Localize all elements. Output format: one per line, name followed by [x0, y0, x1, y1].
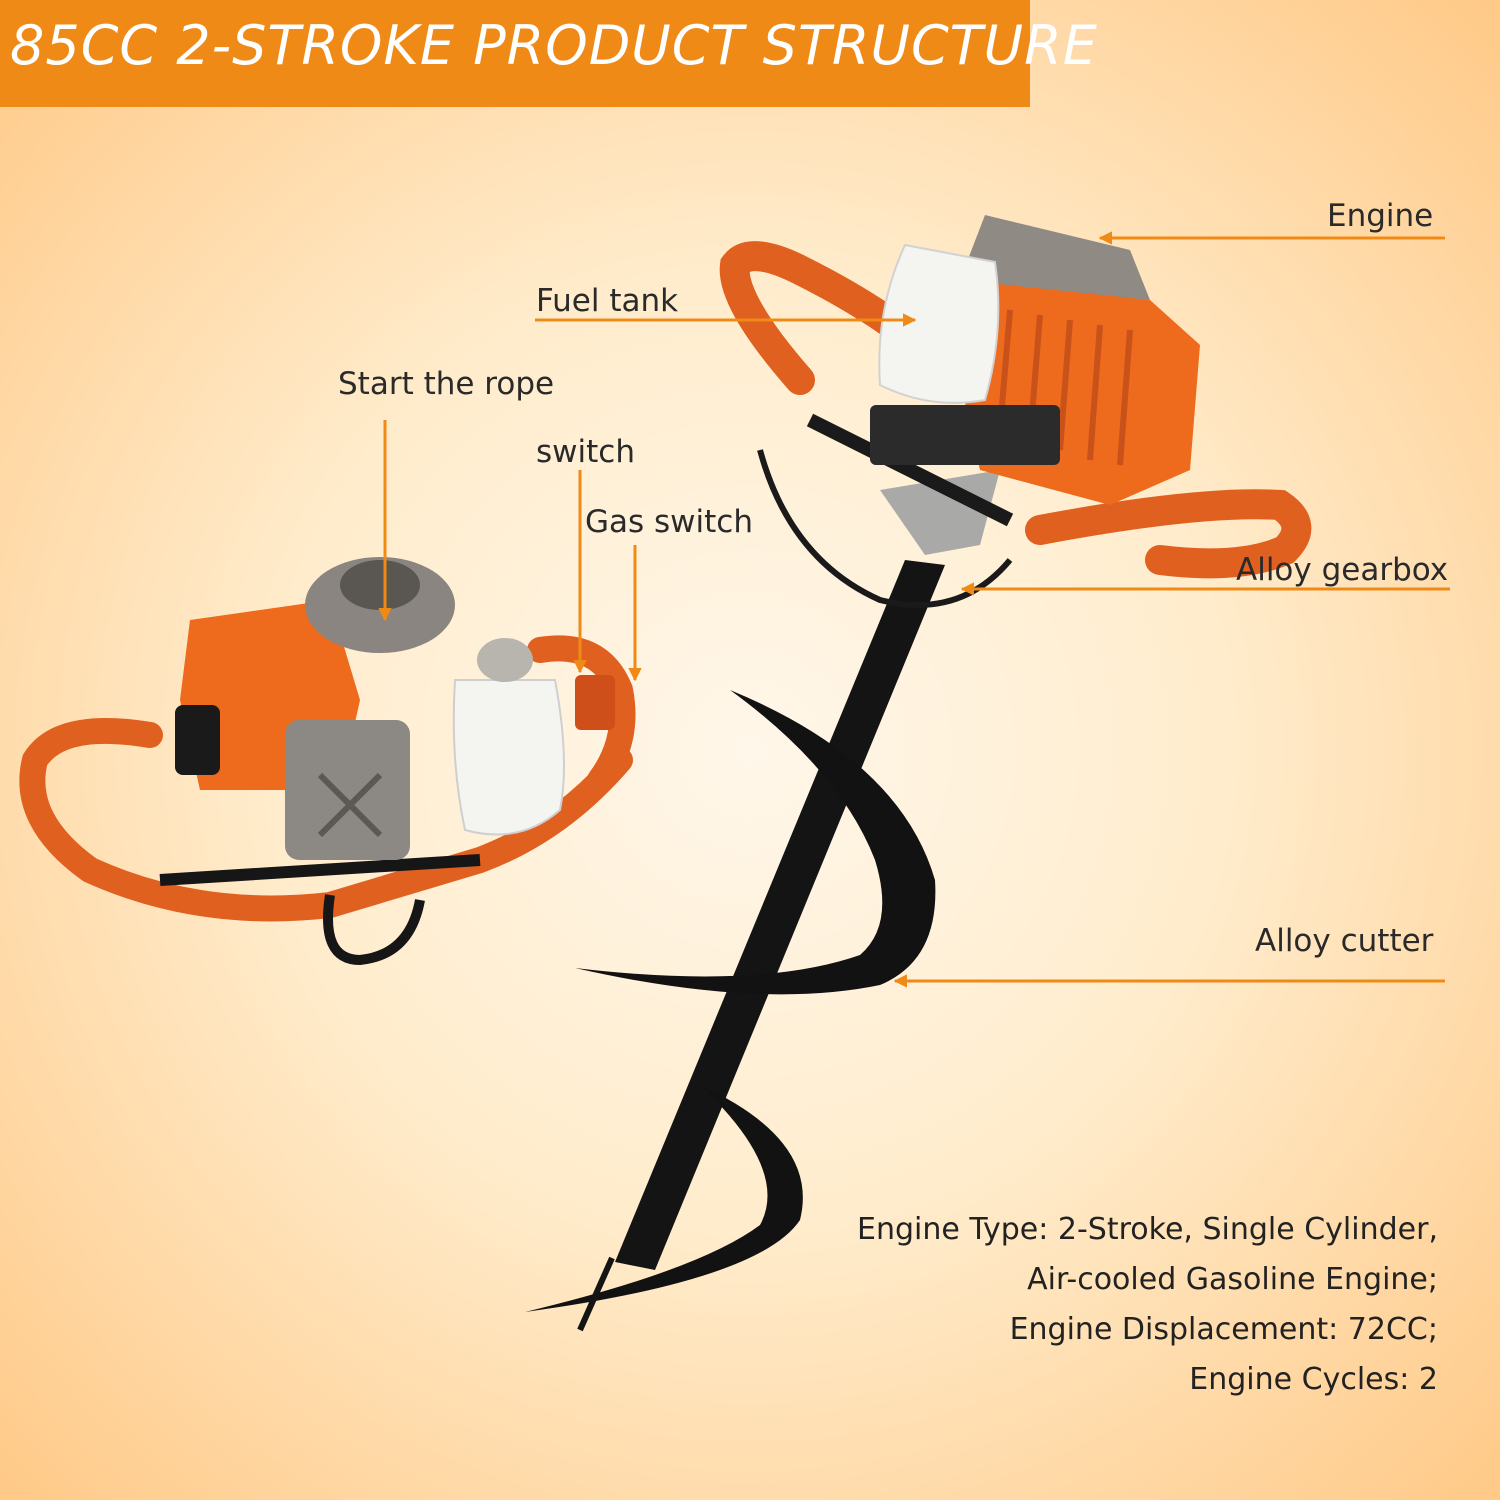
spec-line: Engine Displacement: 72CC;	[1009, 1312, 1438, 1347]
small-auger-head-image	[19, 557, 636, 966]
alloy-cutter-label: Alloy cutter	[1255, 923, 1434, 959]
callout-lines	[378, 231, 1450, 988]
switch-label: switch	[536, 434, 635, 470]
start-rope-label: Start the rope	[338, 366, 555, 402]
spec-line: Engine Cycles: 2	[1189, 1362, 1438, 1397]
spec-line: Engine Type: 2-Stroke, Single Cylinder,	[856, 1212, 1438, 1247]
title-banner: 85CC 2-STROKE PRODUCT STRUCTURE	[0, 0, 1097, 107]
gas-switch-label: Gas switch	[585, 504, 753, 540]
spec-block: Engine Type: 2-Stroke, Single Cylinder, …	[857, 1205, 1438, 1405]
alloy-gearbox-label: Alloy gearbox	[1236, 552, 1449, 588]
page-title: 85CC 2-STROKE PRODUCT STRUCTURE	[10, 14, 1098, 77]
large-auger-image	[525, 215, 1312, 1332]
spec-line: Air-cooled Gasoline Engine;	[1027, 1262, 1438, 1297]
fuel-tank-label: Fuel tank	[536, 283, 679, 319]
engine-label: Engine	[1327, 198, 1434, 234]
